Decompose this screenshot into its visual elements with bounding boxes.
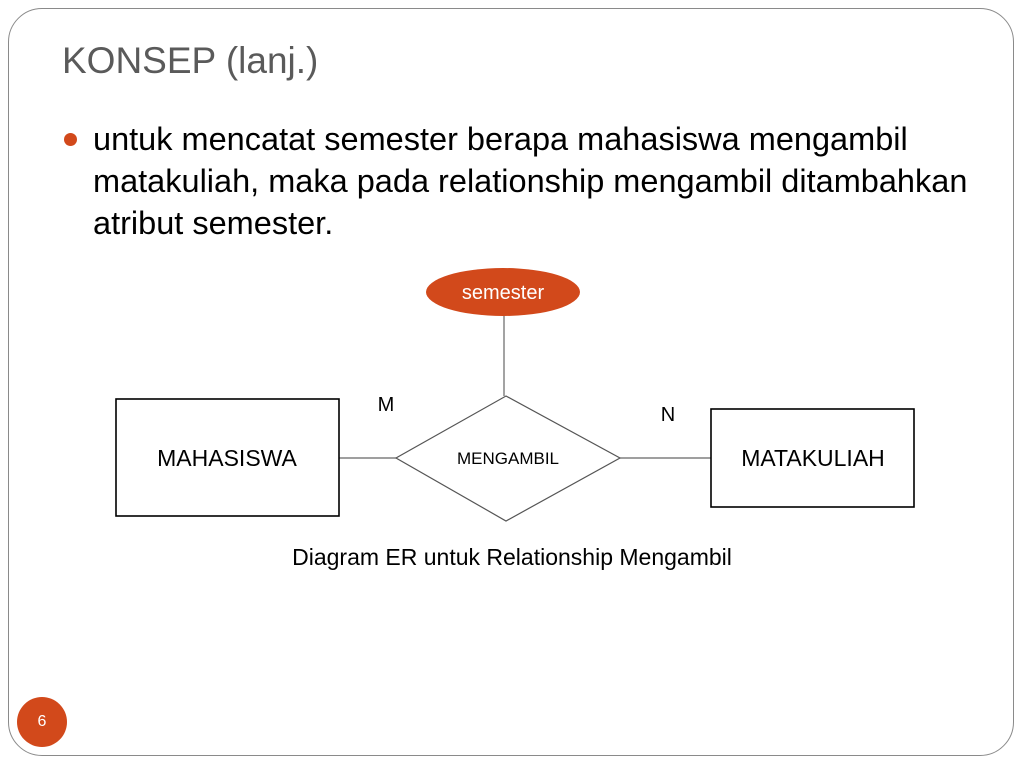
entity-matakuliah-label: MATAKULIAH — [741, 445, 885, 471]
diagram-caption: Diagram ER untuk Relationship Mengambil — [292, 544, 732, 570]
page-number: 6 — [17, 697, 67, 747]
entity-mahasiswa — [115, 398, 340, 517]
entity-matakuliah — [710, 408, 915, 508]
attribute-semester — [426, 268, 580, 316]
slide-frame — [8, 8, 1014, 756]
slide-title: KONSEP (lanj.) — [62, 40, 319, 81]
relationship-label: MENGAMBIL — [457, 449, 559, 468]
attribute-label: semester — [462, 282, 545, 304]
cardinality-n: N — [661, 404, 675, 426]
cardinality-m: M — [378, 394, 395, 416]
bullet-dot — [64, 133, 77, 146]
entity-mahasiswa-label: MAHASISWA — [157, 445, 297, 471]
bullet-text: untuk mencatat semester berapa mahasiswa… — [93, 121, 968, 241]
relationship-mengambil — [394, 395, 622, 522]
